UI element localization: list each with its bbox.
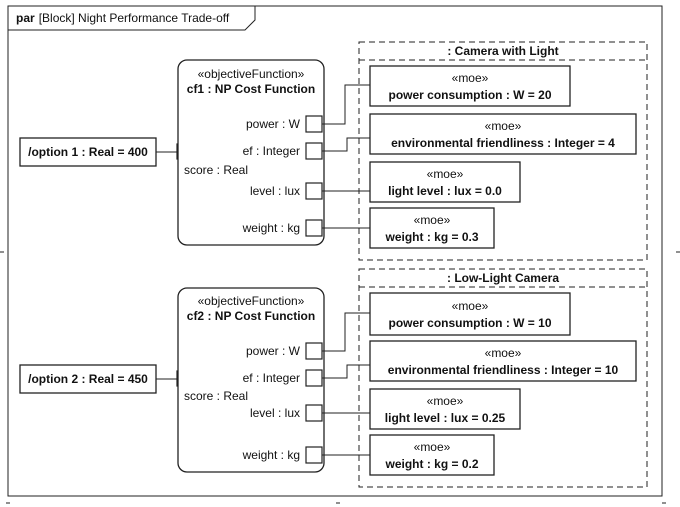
- moe-value: weight : kg = 0.3: [384, 230, 478, 244]
- cf1-port-level[interactable]: [305, 182, 323, 200]
- connector: [322, 137, 370, 152]
- frame-title: [Block] Night Performance Trade-off: [39, 11, 230, 25]
- moe-stereotype: «moe»: [427, 167, 464, 181]
- cf1-port-ef[interactable]: [305, 142, 323, 160]
- alternative-1-title: : Camera with Light: [447, 44, 558, 58]
- cost-function-1-box[interactable]: [177, 59, 325, 246]
- cf2-port-label-weight: weight : kg: [242, 448, 300, 462]
- moe-stereotype: «moe»: [485, 346, 522, 360]
- moe-value: power consumption : W = 10: [388, 316, 551, 330]
- connector: [322, 312, 370, 352]
- diagram-frame: [7, 5, 663, 497]
- frame-heading: par [Block] Night Performance Trade-off: [16, 11, 230, 25]
- moe-value: power consumption : W = 20: [388, 88, 551, 102]
- cf1-port-power[interactable]: [305, 115, 323, 133]
- moe-stereotype: «moe»: [427, 394, 464, 408]
- moe-value: light level : lux = 0.25: [385, 411, 506, 425]
- cf1-name: cf1 : NP Cost Function: [187, 82, 315, 96]
- moe-stereotype: «moe»: [414, 213, 451, 227]
- cf1-port-label-ef: ef : Integer: [243, 144, 300, 158]
- cf1-port-weight[interactable]: [305, 219, 323, 237]
- option-1-label: /option 1 : Real = 400: [28, 145, 148, 159]
- cf2-port-label-level: level : lux: [250, 406, 300, 420]
- moe-stereotype: «moe»: [485, 119, 522, 133]
- alternative-2-title: : Low-Light Camera: [447, 271, 559, 285]
- frame-title-tab: [8, 6, 256, 31]
- connector: [322, 84, 370, 125]
- moe-value: weight : kg = 0.2: [384, 457, 478, 471]
- connector: [322, 364, 370, 379]
- moe-value: environmental friendliness : Integer = 4: [391, 136, 615, 150]
- option-1-box[interactable]: [19, 137, 157, 167]
- option-2-box[interactable]: [19, 364, 157, 394]
- moe-power-1[interactable]: [369, 65, 571, 107]
- cf2-port-weight[interactable]: [305, 446, 323, 464]
- moe-ef-2[interactable]: [369, 340, 637, 382]
- cf1-port-label-weight: weight : kg: [242, 221, 300, 235]
- cf2-port-power[interactable]: [305, 342, 323, 360]
- cf2-stereotype: «objectiveFunction»: [198, 294, 305, 308]
- moe-weight-2[interactable]: [369, 434, 495, 476]
- cf2-name: cf2 : NP Cost Function: [187, 309, 315, 323]
- cf2-port-label-ef: ef : Integer: [243, 371, 300, 385]
- moe-stereotype: «moe»: [414, 440, 451, 454]
- moe-ef-1[interactable]: [369, 113, 637, 155]
- moe-weight-1[interactable]: [369, 207, 495, 249]
- cf2-score-label: score : Real: [184, 389, 248, 403]
- cf2-port-ef[interactable]: [305, 369, 323, 387]
- moe-level-2[interactable]: [369, 388, 521, 430]
- moe-stereotype: «moe»: [452, 299, 489, 313]
- cost-function-2-box[interactable]: [177, 287, 325, 473]
- cf1-stereotype: «objectiveFunction»: [198, 67, 305, 81]
- cf1-port-label-level: level : lux: [250, 184, 300, 198]
- moe-stereotype: «moe»: [452, 71, 489, 85]
- alternative-1-frame: [358, 41, 648, 261]
- cf2-port-label-power: power : W: [246, 344, 301, 358]
- alternative-2-frame: [358, 268, 648, 488]
- moe-value: light level : lux = 0.0: [388, 184, 502, 198]
- moe-power-2[interactable]: [369, 292, 571, 336]
- option-2-label: /option 2 : Real = 450: [28, 372, 148, 386]
- frame-keyword: par: [16, 11, 35, 25]
- cf1-port-label-power: power : W: [246, 117, 301, 131]
- moe-level-1[interactable]: [369, 161, 521, 203]
- cf2-port-level[interactable]: [305, 404, 323, 422]
- cf1-score-label: score : Real: [184, 163, 248, 177]
- moe-value: environmental friendliness : Integer = 1…: [388, 363, 619, 377]
